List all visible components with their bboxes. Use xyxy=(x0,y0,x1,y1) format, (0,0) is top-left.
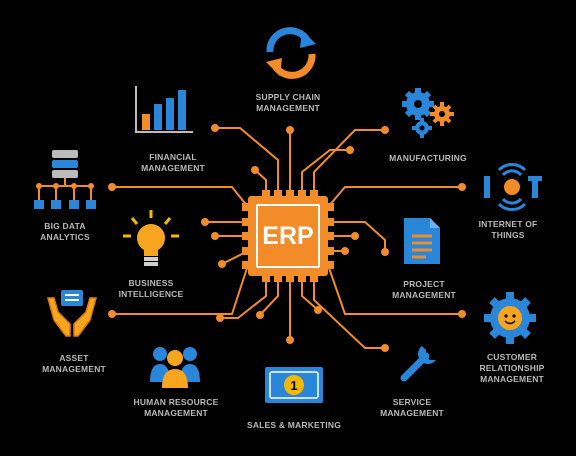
banknote-shape xyxy=(265,367,323,403)
lightbulb-icon xyxy=(123,210,179,266)
label-sales-marketing: SALES & MARKETING xyxy=(246,420,342,430)
banknote-icon: 1 xyxy=(264,366,324,404)
erp-label: ERP xyxy=(256,204,320,268)
banknote-badge: 1 xyxy=(290,378,298,393)
document-icon xyxy=(404,218,440,264)
database-network-icon xyxy=(34,150,96,209)
people-group-icon xyxy=(150,347,200,388)
hands-card-icon xyxy=(47,290,97,337)
refresh-arrows-icon xyxy=(266,27,316,79)
erp-chip: ERP xyxy=(248,196,328,276)
gears-icon xyxy=(402,88,454,138)
bar-chart-icon xyxy=(135,86,193,133)
wrench-icon xyxy=(400,346,436,382)
customer-gear-icon xyxy=(484,292,536,344)
label-manufacturing: MANUFACTURING xyxy=(389,153,467,163)
iot-icon xyxy=(484,163,542,211)
